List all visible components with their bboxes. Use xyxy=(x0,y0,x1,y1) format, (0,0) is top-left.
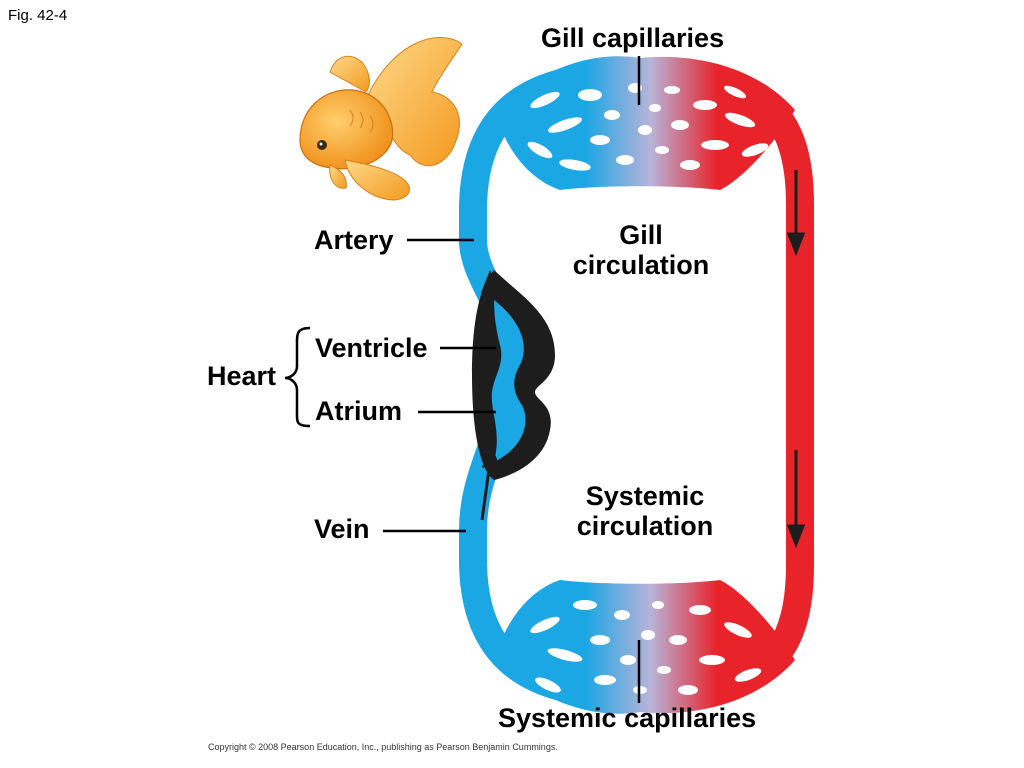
vein-label: Vein xyxy=(314,514,370,544)
atrium-label: Atrium xyxy=(315,396,402,426)
flow-arrows xyxy=(480,170,806,549)
copyright-notice: Copyright © 2008 Pearson Education, Inc.… xyxy=(208,742,558,752)
ventricle-label: Ventricle xyxy=(315,333,428,363)
systemic-circulation-line2: circulation xyxy=(576,511,714,541)
arrow-icon xyxy=(786,450,806,549)
leader-lines xyxy=(284,56,641,703)
artery-label: Artery xyxy=(314,225,394,255)
systemic-capillaries-label: Systemic capillaries xyxy=(498,703,757,733)
heart-label: Heart xyxy=(207,361,277,391)
arrow-icon xyxy=(480,443,501,521)
gill-circulation-line1: Gill xyxy=(619,220,663,250)
figure-label: Fig. 42-4 xyxy=(8,7,68,24)
heart xyxy=(472,270,555,480)
goldfish-illustration xyxy=(299,36,463,201)
gill-circulation-label: Gill circulation xyxy=(555,222,727,279)
systemic-capillary-bed xyxy=(495,580,795,714)
gill-capillaries-label: Gill capillaries xyxy=(541,23,725,53)
systemic-circulation-label: Systemic circulation xyxy=(545,483,745,540)
arrow-icon xyxy=(480,269,500,340)
systemic-circulation-line1: Systemic xyxy=(585,481,705,511)
arrow-icon xyxy=(786,170,806,257)
gill-capillary-bed xyxy=(495,56,795,191)
gill-circulation-line2: circulation xyxy=(572,250,710,280)
